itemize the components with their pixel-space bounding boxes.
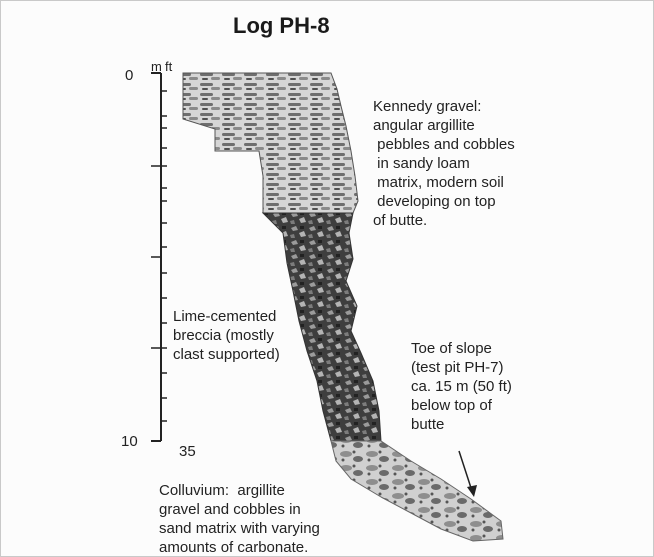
log-title: Log PH-8 [233, 13, 330, 38]
depth-label-bottom-m: 10 [121, 433, 138, 450]
kennedy-gravel-note: Kennedy gravel: angular argillite pebble… [373, 98, 515, 229]
unit-m: m [151, 59, 162, 74]
depth-label-bottom-ft: 35 [179, 443, 196, 460]
breccia-note: Lime-cemented breccia (mostly clast supp… [173, 308, 280, 363]
unit-ft: ft [165, 59, 173, 74]
toe-of-slope-note: Toe of slope (test pit PH-7) ca. 15 m (5… [411, 340, 512, 433]
depth-label-top: 0 [125, 67, 134, 84]
colluvium-note: Colluvium: argillite gravel and cobbles … [159, 482, 320, 556]
